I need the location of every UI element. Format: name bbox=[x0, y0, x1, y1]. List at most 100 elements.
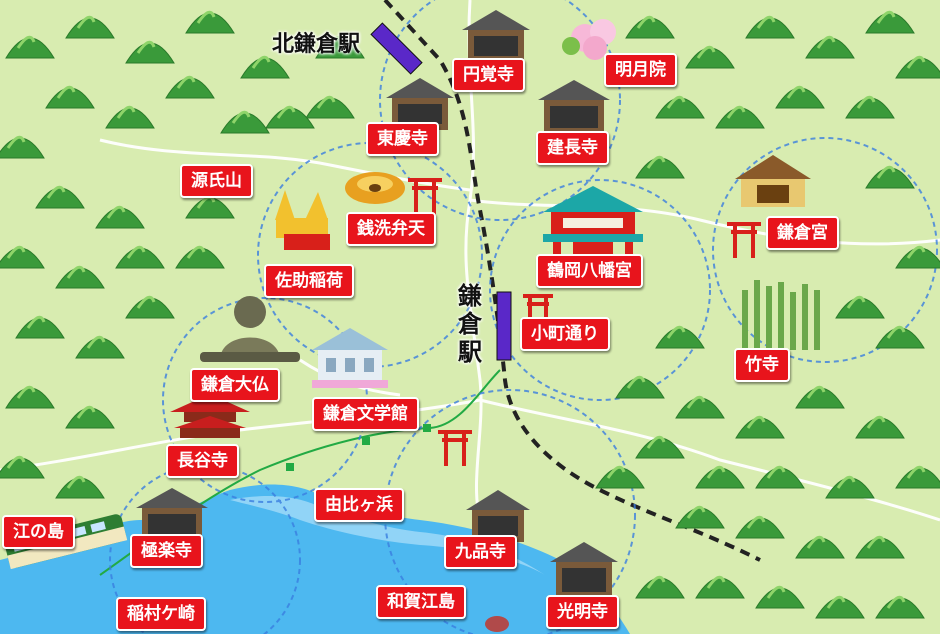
mountain-highlight bbox=[746, 515, 766, 529]
label-inamuragasaki[interactable]: 稲村ケ崎 bbox=[116, 597, 206, 631]
great-buddha-icon bbox=[200, 296, 300, 362]
kamakura-station-marker bbox=[496, 291, 512, 361]
mountain-highlight bbox=[906, 245, 926, 259]
mountain-highlight bbox=[906, 465, 926, 479]
mountain-highlight bbox=[866, 415, 886, 429]
mountain-highlight bbox=[6, 245, 26, 259]
mountain-highlight bbox=[606, 465, 626, 479]
mountain-highlight bbox=[686, 395, 706, 409]
shrine-gate-icon bbox=[543, 186, 643, 258]
mountain-highlight bbox=[86, 335, 106, 349]
mountain-highlight bbox=[806, 385, 826, 399]
label-bungakukan[interactable]: 鎌倉文学館 bbox=[312, 397, 419, 431]
wakaejima-rock bbox=[485, 616, 509, 632]
mountain-highlight bbox=[26, 315, 46, 329]
label-genjiyama[interactable]: 源氏山 bbox=[180, 164, 253, 198]
mountain-highlight bbox=[126, 245, 146, 259]
mountain-highlight bbox=[786, 85, 806, 99]
mountain-highlight bbox=[846, 295, 866, 309]
mountain-highlight bbox=[6, 455, 26, 469]
hydrangea-icon bbox=[562, 19, 616, 60]
kita-kamakura-station-label[interactable]: 北鎌倉駅 bbox=[272, 32, 361, 57]
pagoda-icon bbox=[170, 394, 250, 438]
mountain-highlight bbox=[666, 95, 686, 109]
torii-icon bbox=[727, 222, 761, 258]
mountain-highlight bbox=[876, 10, 896, 24]
mountain-highlight bbox=[646, 155, 666, 169]
mountain-highlight bbox=[186, 245, 206, 259]
mountain-highlight bbox=[231, 110, 251, 124]
mountain-highlight bbox=[886, 325, 906, 339]
label-daibutsu[interactable]: 鎌倉大仏 bbox=[190, 368, 280, 402]
label-engakuji[interactable]: 円覚寺 bbox=[452, 58, 525, 92]
temple-icon bbox=[538, 80, 610, 134]
mountain-highlight bbox=[6, 135, 26, 149]
mountain-highlight bbox=[646, 575, 666, 589]
torii-icon bbox=[438, 430, 472, 466]
label-yuigahama[interactable]: 由比ヶ浜 bbox=[314, 488, 404, 522]
mountain-highlight bbox=[686, 505, 706, 519]
temple-icon bbox=[462, 10, 530, 62]
mountain-highlight bbox=[906, 55, 926, 69]
bamboo-icon bbox=[742, 280, 820, 350]
mountain-highlight bbox=[696, 45, 716, 59]
label-kuhonji[interactable]: 九品寺 bbox=[444, 535, 517, 569]
mountain-highlight bbox=[806, 535, 826, 549]
mountain-highlight bbox=[866, 535, 886, 549]
mountain-highlight bbox=[856, 95, 876, 109]
label-kenchoji[interactable]: 建長寺 bbox=[536, 131, 609, 165]
label-enoshima[interactable]: 江の島 bbox=[2, 515, 75, 549]
mountain-highlight bbox=[116, 105, 136, 119]
mountain-highlight bbox=[251, 55, 271, 69]
mountain-highlight bbox=[276, 105, 296, 119]
label-gokurakuji[interactable]: 極楽寺 bbox=[130, 534, 203, 568]
mountain-highlight bbox=[176, 75, 196, 89]
label-tokeiji[interactable]: 東慶寺 bbox=[366, 122, 439, 156]
label-komachi-dori[interactable]: 小町通り bbox=[520, 317, 610, 351]
mountain-highlight bbox=[136, 295, 156, 309]
kamakura-station-label[interactable]: 鎌倉駅 bbox=[458, 282, 482, 366]
mountain-highlight bbox=[706, 575, 726, 589]
mountain-highlight bbox=[836, 475, 856, 489]
mountain-highlight bbox=[826, 595, 846, 609]
mountain-highlight bbox=[766, 465, 786, 479]
label-wakaejima[interactable]: 和賀江島 bbox=[376, 585, 466, 619]
jr-line bbox=[383, 0, 761, 562]
label-meigetsuin[interactable]: 明月院 bbox=[604, 53, 677, 87]
mountain-highlight bbox=[766, 585, 786, 599]
mountain-highlight bbox=[756, 15, 776, 29]
coin-basket-icon bbox=[345, 172, 405, 204]
mountain-highlight bbox=[626, 375, 646, 389]
mountain-highlight bbox=[136, 40, 156, 54]
mountain-highlight bbox=[646, 435, 666, 449]
label-hasedera[interactable]: 長谷寺 bbox=[166, 444, 239, 478]
mountain-highlight bbox=[46, 185, 66, 199]
temple-icon bbox=[550, 542, 618, 598]
mountain-highlight bbox=[816, 35, 836, 49]
label-kamakuragu[interactable]: 鎌倉宮 bbox=[766, 216, 839, 250]
mountain-highlight bbox=[636, 15, 656, 29]
western-house-icon bbox=[312, 328, 388, 388]
mountain-highlight bbox=[886, 595, 906, 609]
label-zeniarai-benten[interactable]: 銭洗弁天 bbox=[346, 212, 436, 246]
enoden-stops bbox=[286, 424, 431, 471]
mountain-highlight bbox=[106, 205, 126, 219]
label-sasuke-inari[interactable]: 佐助稲荷 bbox=[264, 264, 354, 298]
mountain-highlight bbox=[726, 105, 746, 119]
label-tsurugaoka-hachimangu[interactable]: 鶴岡八幡宮 bbox=[536, 254, 643, 288]
mountain-highlight bbox=[56, 85, 76, 99]
mountains bbox=[0, 10, 940, 619]
mountain-highlight bbox=[16, 35, 36, 49]
mountain-highlight bbox=[76, 15, 96, 29]
shrine-icon bbox=[735, 155, 811, 207]
mountain-highlight bbox=[326, 35, 346, 49]
label-komyoji[interactable]: 光明寺 bbox=[546, 595, 619, 629]
mountain-highlight bbox=[66, 265, 86, 279]
kita-kamakura-station-marker bbox=[370, 22, 423, 75]
mountain-highlight bbox=[876, 165, 896, 179]
mountain-highlight bbox=[706, 465, 726, 479]
label-takedera[interactable]: 竹寺 bbox=[734, 348, 790, 382]
mountain-highlight bbox=[196, 10, 216, 24]
mountain-highlight bbox=[316, 95, 336, 109]
